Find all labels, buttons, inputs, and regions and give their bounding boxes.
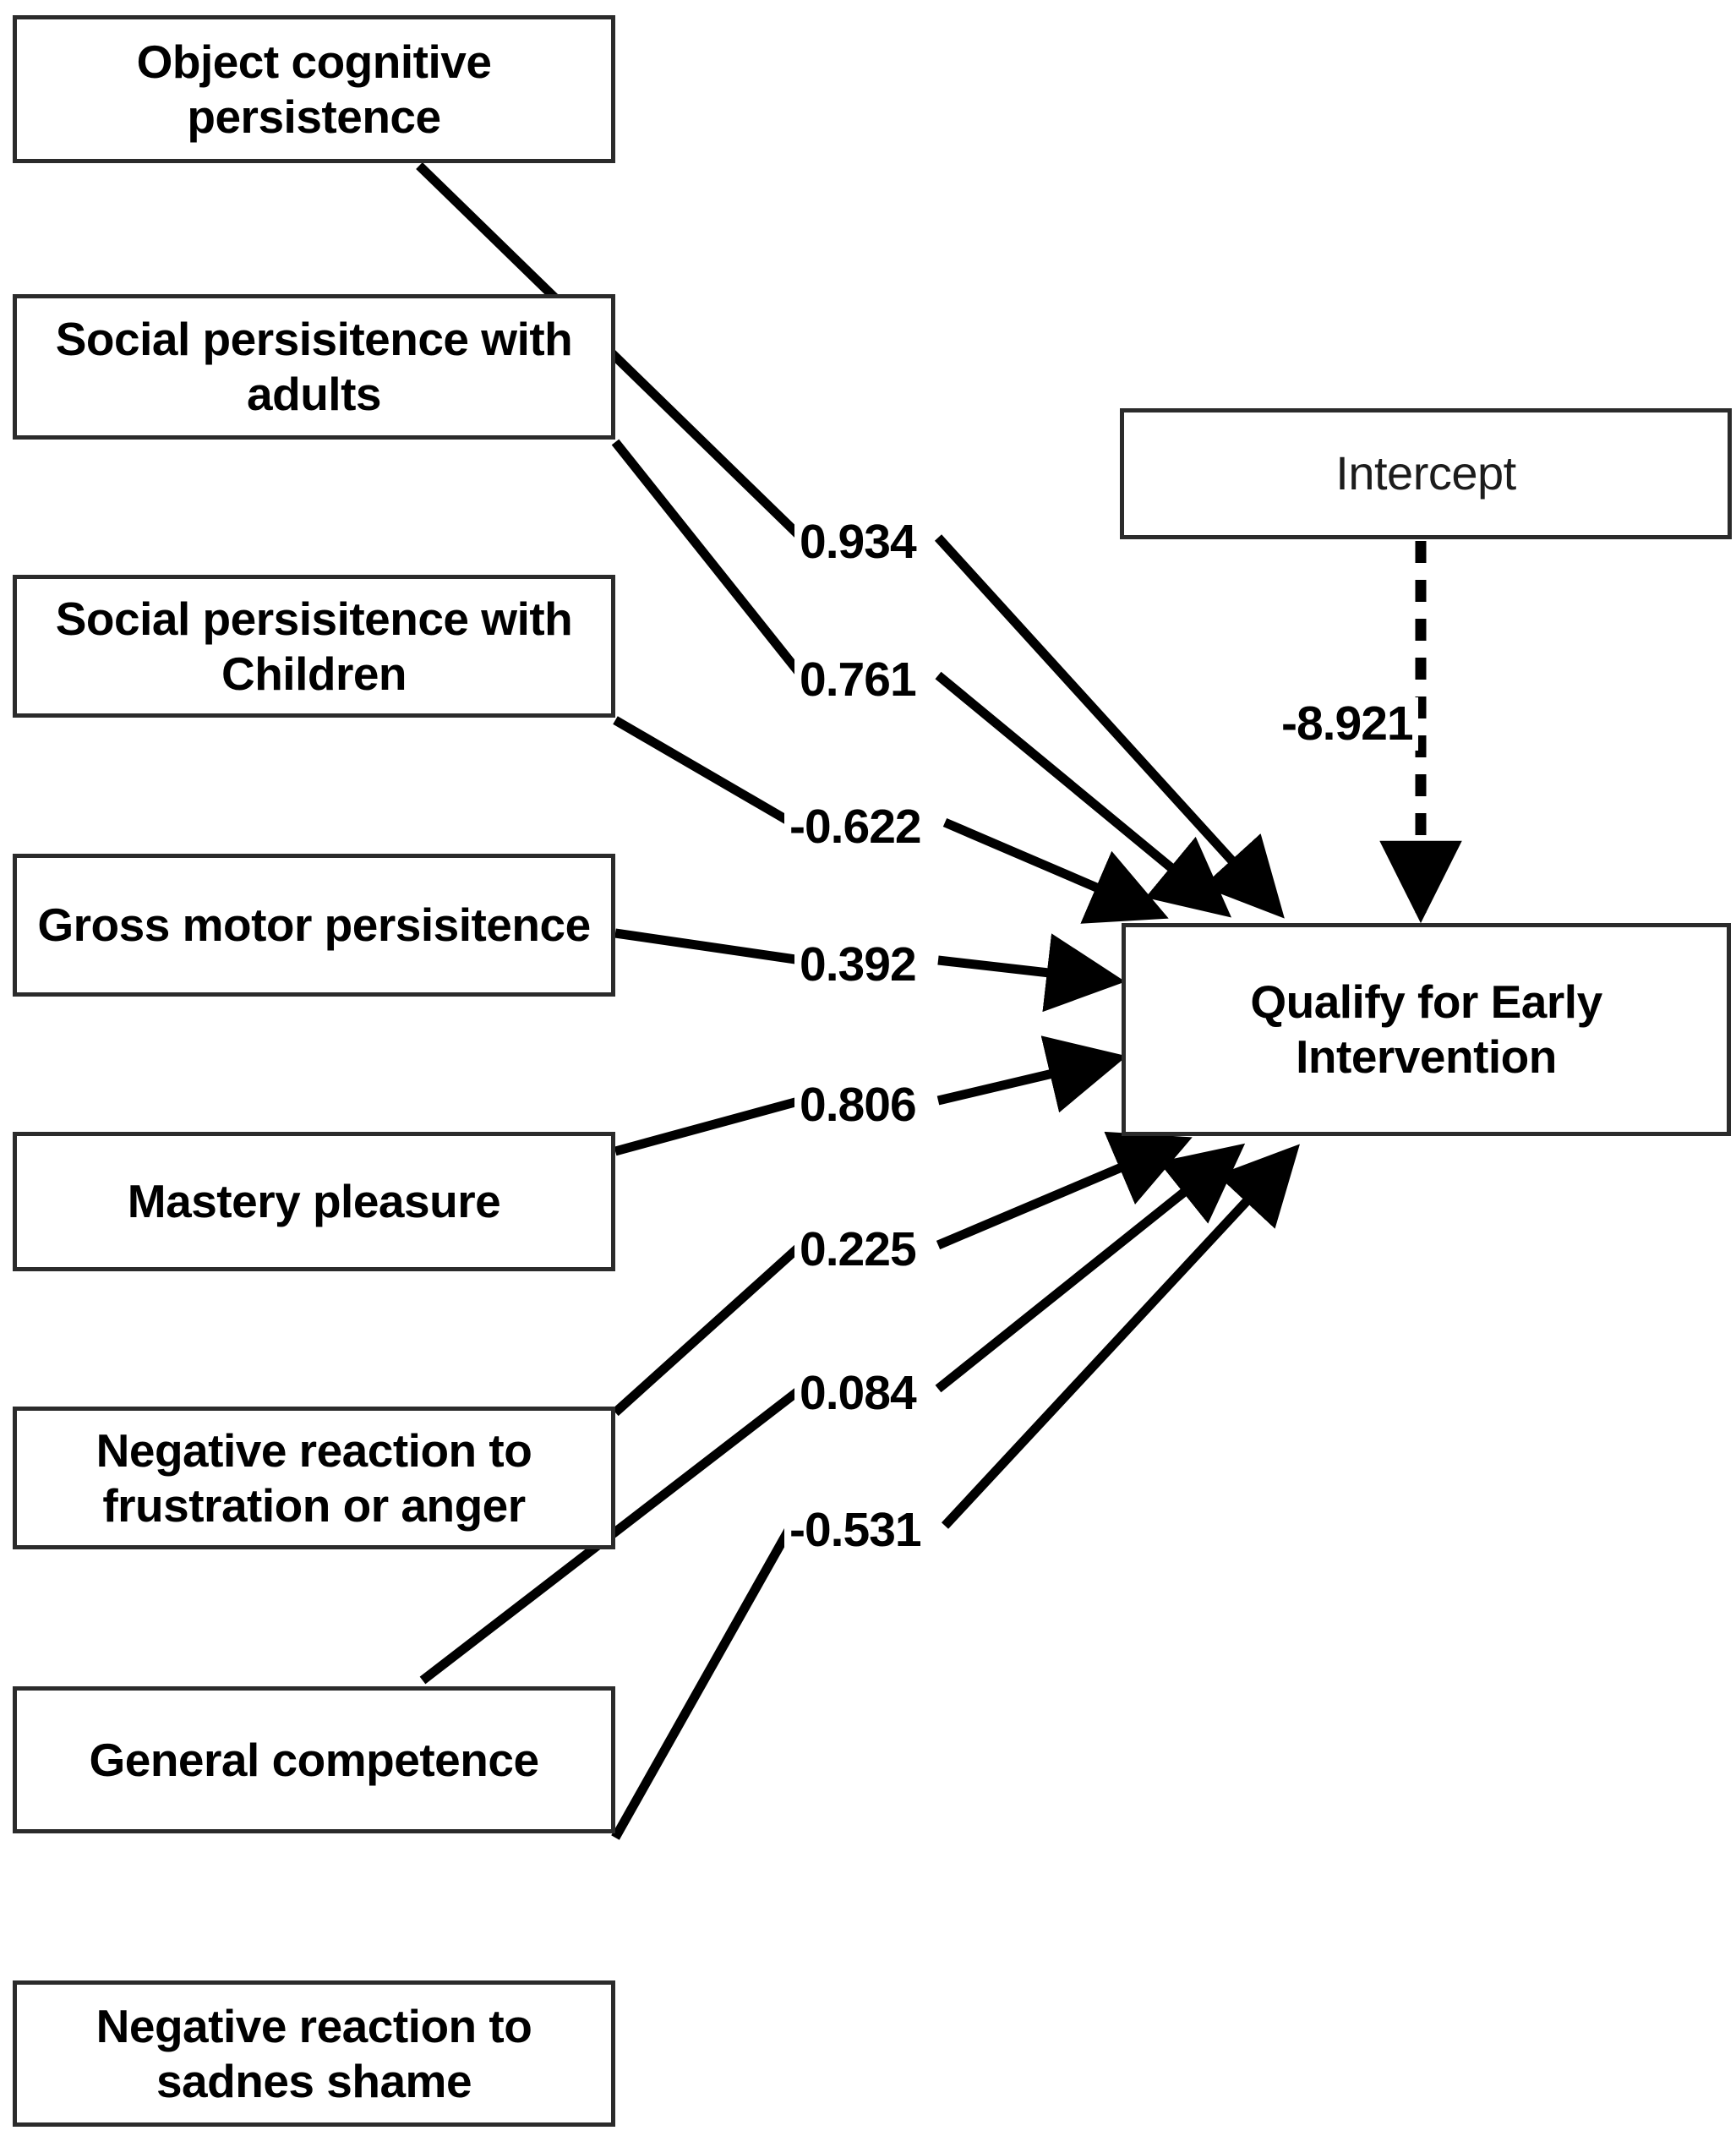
edge-soc-children-to-qualify — [613, 716, 1169, 924]
edge-label-0-084: 0.084 — [794, 1367, 921, 1420]
node-social-persistence-adults[interactable]: Social persisitence with adults — [13, 294, 615, 440]
edge-label-0-934: 0.934 — [794, 516, 921, 569]
coefficient-value: 0.392 — [800, 937, 917, 992]
edge-label-0-806: 0.806 — [794, 1079, 921, 1132]
edge-label-minus-0-531: -0.531 — [784, 1504, 926, 1557]
node-label: Social persisitence with Children — [55, 592, 573, 700]
edge-soc-adults-to-qualify — [611, 439, 1232, 918]
edge-label-minus-0-622: -0.622 — [784, 800, 926, 854]
node-mastery-pleasure[interactable]: Mastery pleasure — [13, 1132, 615, 1271]
node-label: Intercept — [1335, 446, 1516, 500]
node-social-persistence-children[interactable]: Social persisitence with Children — [13, 575, 615, 718]
coefficient-value: 0.084 — [800, 1366, 917, 1420]
node-label: Negative reaction to sadnes shame — [96, 1999, 532, 2107]
node-label: Object cognitive persistence — [136, 35, 492, 143]
node-label: General competence — [89, 1733, 539, 1786]
node-negative-reaction-sadness-shame[interactable]: Negative reaction to sadnes shame — [13, 1980, 615, 2127]
node-negative-reaction-frustration-anger[interactable]: Negative reaction to frustration or ange… — [13, 1407, 615, 1549]
coefficient-value: 0.761 — [800, 653, 917, 707]
edge-label-minus-8-921: -8.921 — [1276, 697, 1418, 751]
coefficient-value: -0.622 — [789, 800, 922, 854]
node-gross-motor-persistence[interactable]: Gross motor persisitence — [13, 854, 615, 997]
edge-mastery-to-qualify — [614, 1035, 1127, 1156]
coefficient-value: -8.921 — [1281, 697, 1414, 751]
edge-label-0-392: 0.392 — [794, 938, 921, 992]
node-qualify-for-early-intervention[interactable]: Qualify for Early Intervention — [1122, 923, 1731, 1136]
coefficient-value: 0.225 — [800, 1222, 917, 1276]
coefficient-value: -0.531 — [789, 1503, 922, 1557]
node-label: Gross motor persisitence — [37, 899, 591, 952]
edge-label-0-225: 0.225 — [794, 1223, 921, 1276]
node-label: Social persisitence with adults — [55, 313, 573, 420]
edge-neg-sadness-to-qualify — [611, 1144, 1300, 1840]
coefficient-value: 0.806 — [800, 1078, 917, 1132]
node-label: Qualify for Early Intervention — [1250, 975, 1602, 1083]
node-intercept[interactable]: Intercept — [1120, 408, 1732, 539]
edge-neg-frustration-to-qualify — [612, 1131, 1193, 1417]
edge-label-0-761: 0.761 — [794, 653, 921, 707]
coefficient-value: 0.934 — [800, 515, 917, 569]
edge-gross-motor-to-qualify — [614, 928, 1126, 1013]
node-label: Mastery pleasure — [127, 1175, 501, 1228]
node-object-cognitive-persistence[interactable]: Object cognitive persistence — [13, 15, 615, 163]
node-general-competence[interactable]: General competence — [13, 1686, 615, 1833]
node-label: Negative reaction to frustration or ange… — [96, 1423, 532, 1532]
